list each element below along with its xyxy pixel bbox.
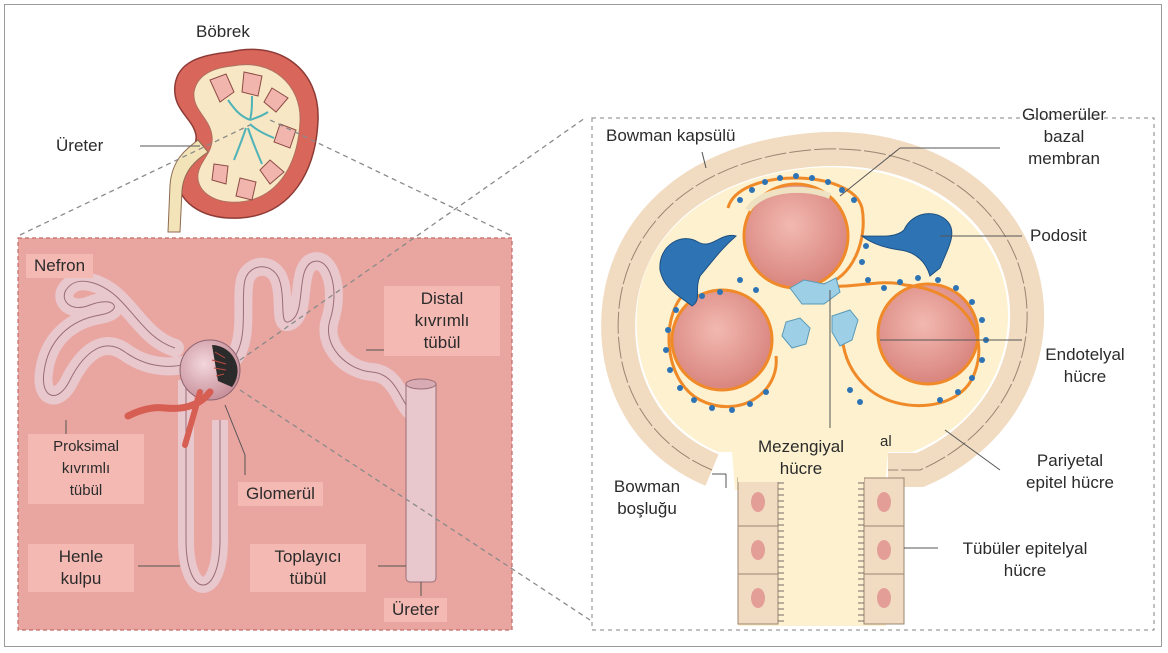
label-mezengiyal-line2: hücre xyxy=(746,458,856,480)
label-ureter-nephron: Üreter xyxy=(384,598,447,622)
label-bobrek: Böbrek xyxy=(196,22,250,42)
label-pariyetal-line2: epitel hücre xyxy=(1010,472,1130,494)
label-pariyetal-epitel-hucre: Pariyetal epitel hücre xyxy=(1010,450,1130,494)
label-podosit: Podosit xyxy=(1030,226,1087,246)
kidney-illustration xyxy=(140,49,318,232)
label-mezengiyal-hucre: Mezengiyal hücre xyxy=(738,434,864,482)
label-proksimal-line3: tübül xyxy=(36,480,136,502)
label-glomeruler-bazal-membran: Glomerüler bazal membran xyxy=(1004,104,1124,170)
label-bowman-boslugu-line1: Bowman xyxy=(602,476,692,498)
label-distal-line1: Distal xyxy=(392,288,492,310)
label-ureter-kidney: Üreter xyxy=(56,136,103,156)
label-mezengiyal-line1: Mezengiyal xyxy=(746,436,856,458)
label-proksimal-line1: Proksimal xyxy=(36,436,136,458)
label-proksimal-line2: kıvrımlı xyxy=(36,458,136,480)
label-gbm-line1: Glomerüler xyxy=(1004,104,1124,126)
label-henle-line1: Henle xyxy=(36,546,126,568)
label-glomerul: Glomerül xyxy=(238,482,323,506)
label-proksimal-kivrimli-tubul: Proksimal kıvrımlı tübül xyxy=(28,434,144,504)
label-endotelyal-line2: hücre xyxy=(1030,366,1140,388)
label-nefron: Nefron xyxy=(26,254,93,278)
label-toplayici-line1: Toplayıcı xyxy=(258,546,358,568)
label-gbm-line3: membran xyxy=(1004,148,1124,170)
label-distal-kivrimli-tubul: Distal kıvrımlı tübül xyxy=(384,286,500,356)
label-tubuler-line1: Tübüler epitelyal xyxy=(940,538,1110,560)
label-henle-line2: kulpu xyxy=(36,568,126,590)
label-endotelyal-line1: Endotelyal xyxy=(1030,344,1140,366)
label-gbm-line2: bazal xyxy=(1004,126,1124,148)
label-toplayici-line2: tübül xyxy=(258,568,358,590)
label-distal-line3: tübül xyxy=(392,332,492,354)
label-distal-line2: kıvrımlı xyxy=(392,310,492,332)
label-bowman-kapsulu: Bowman kapsülü xyxy=(606,126,735,146)
label-bowman-boslugu-line2: boşluğu xyxy=(602,498,692,520)
label-tubuler-epitelyal-hucre: Tübüler epitelyal hücre xyxy=(940,538,1110,582)
label-pariyetal-line1: Pariyetal xyxy=(1010,450,1130,472)
label-tubuler-line2: hücre xyxy=(940,560,1110,582)
label-toplayici-tubul: Toplayıcı tübül xyxy=(250,544,366,592)
label-endotelyal-hucre: Endotelyal hücre xyxy=(1030,344,1140,388)
label-henle-kulpu: Henle kulpu xyxy=(28,544,134,592)
label-bowman-boslugu: Bowman boşluğu xyxy=(602,476,692,520)
label-stray-mark: al xyxy=(880,432,892,452)
